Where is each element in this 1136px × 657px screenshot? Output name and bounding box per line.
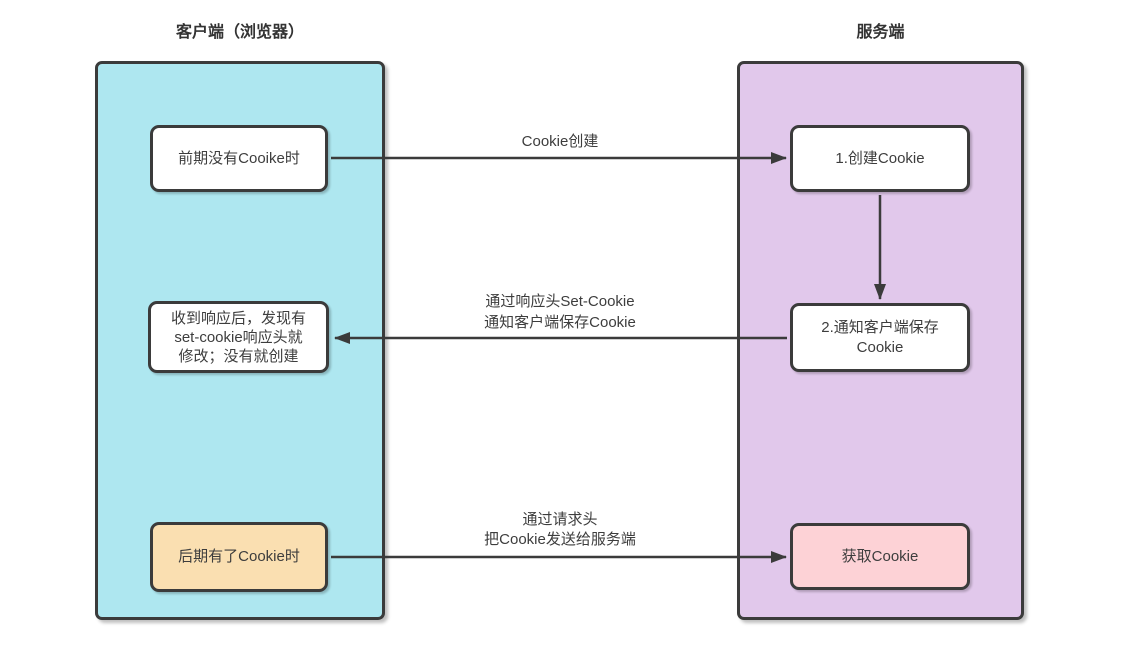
- box-text-line: 后期有了Cookie时: [178, 548, 300, 565]
- server-panel-title: 服务端: [856, 24, 905, 41]
- box-text-line: 收到响应后，发现有: [170, 309, 306, 327]
- box-text-line: 前期没有Cooike时: [178, 149, 300, 167]
- box-text-line: 2.通知客户端保存: [821, 318, 939, 336]
- box-text-line: set-cookie响应头就: [174, 328, 303, 346]
- box-text-line: 获取Cookie: [841, 547, 919, 565]
- client-box-no-cookie: 前期没有Cooike时: [150, 125, 328, 192]
- server-box-get-cookie: 获取Cookie: [790, 523, 970, 590]
- box-text-line: 修改；没有就创建: [178, 347, 299, 365]
- client-panel-title: 客户端（浏览器）: [175, 24, 304, 41]
- arrow-label-line: 通过响应头Set-Cookie: [485, 293, 635, 310]
- box-text-line: Cookie: [856, 338, 904, 356]
- arrow-label-set-cookie: 通过响应头Set-Cookie 通知客户端保存Cookie: [400, 291, 720, 333]
- arrow-label-request: 通过请求头 把Cookie发送给服务端: [400, 510, 720, 550]
- arrow-label-cookie-create: Cookie创建: [400, 131, 720, 152]
- box-text-line: 1.创建Cookie: [835, 149, 925, 167]
- server-box-create-cookie: 1.创建Cookie: [790, 125, 970, 192]
- server-box-notify-client: 2.通知客户端保存 Cookie: [790, 303, 970, 372]
- arrow-label-line: Cookie创建: [521, 133, 599, 150]
- arrow-label-line: 通过请求头: [522, 511, 598, 528]
- arrow-label-line: 通知客户端保存Cookie: [484, 314, 636, 331]
- arrow-label-line: 把Cookie发送给服务端: [484, 531, 636, 548]
- client-box-has-cookie: 后期有了Cookie时: [150, 522, 328, 592]
- client-box-on-response: 收到响应后，发现有 set-cookie响应头就 修改；没有就创建: [148, 301, 329, 373]
